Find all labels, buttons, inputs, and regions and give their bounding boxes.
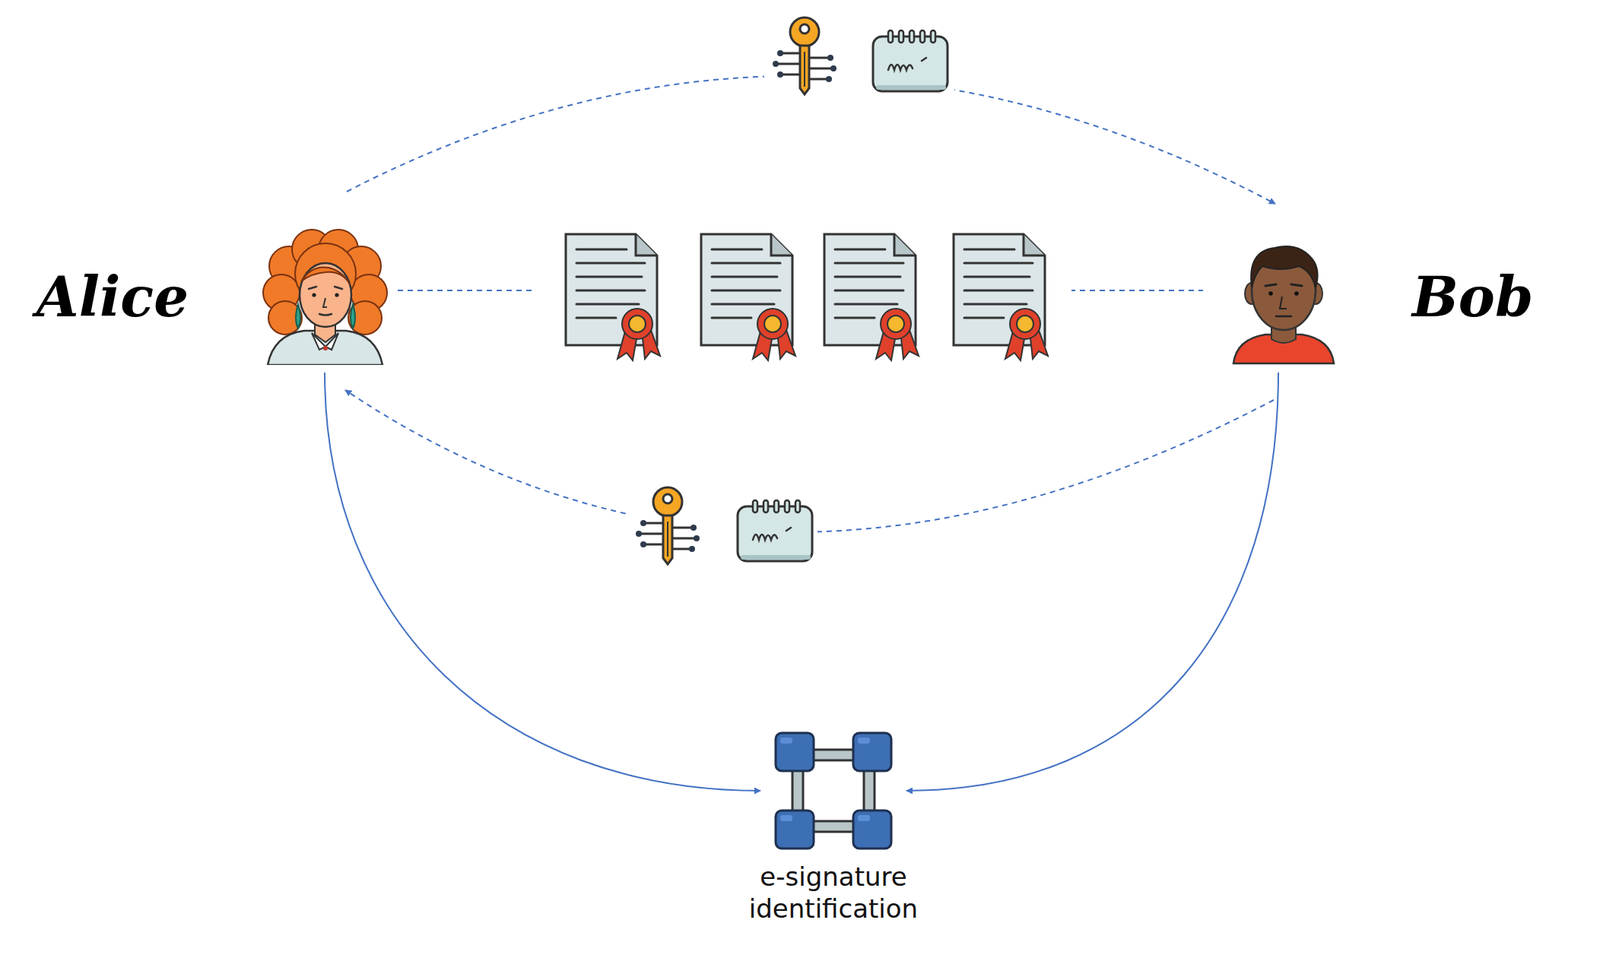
person-name: Alice (36, 264, 189, 330)
connector (906, 372, 1279, 791)
illustration (258, 228, 392, 366)
person-avatar: Alice (258, 228, 392, 366)
person-avatar: Bob (1216, 228, 1350, 366)
node-caption: e-signature identification (734, 860, 933, 925)
illustration (1216, 228, 1350, 366)
person-name: Bob (1412, 264, 1534, 330)
connector (324, 372, 761, 791)
blockchain-node: e-signature identification (734, 730, 933, 930)
illustration (772, 730, 895, 852)
